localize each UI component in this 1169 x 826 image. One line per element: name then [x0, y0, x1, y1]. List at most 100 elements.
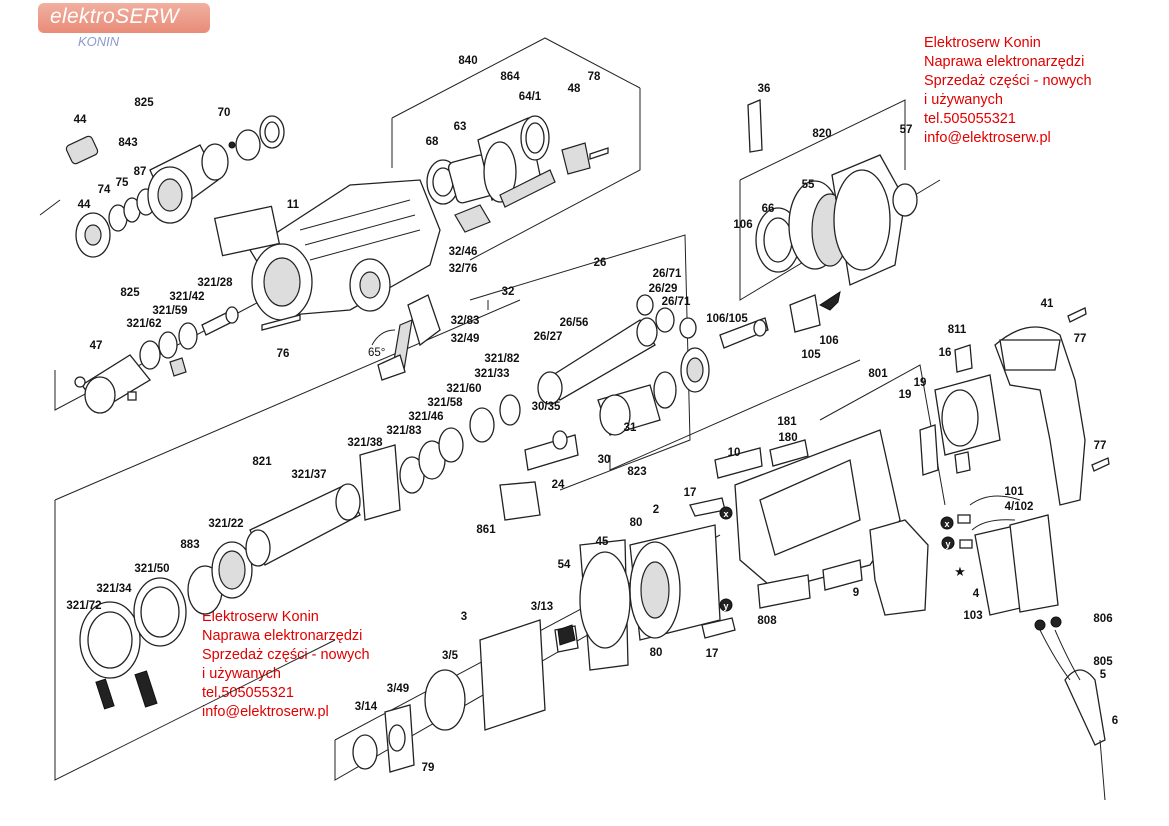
part-number-label: 32 — [502, 286, 515, 298]
part-number-label: 77 — [1074, 333, 1087, 345]
part-number-label: 3/49 — [387, 683, 409, 695]
barrel-group — [79, 394, 521, 710]
part-number-label: 75 — [116, 177, 129, 189]
part-number-label: 74 — [98, 184, 111, 196]
part-number-label: 17 — [684, 487, 697, 499]
logo-name: elektroSERW — [50, 5, 179, 28]
ad-line: tel.505055321 — [202, 685, 294, 701]
part-number-label: 840 — [458, 55, 477, 67]
part-number-label: 105 — [801, 349, 821, 361]
part-number-label: 79 — [422, 762, 435, 774]
part-number-label: 36 — [758, 83, 771, 95]
part-number-label: 4/102 — [1005, 501, 1034, 513]
gear-housing — [213, 179, 441, 321]
part-labels: 44825843747587704484086464/1487868631132… — [66, 55, 1118, 774]
part-number-label: 321/58 — [427, 397, 463, 409]
part-number-label: 45 — [596, 536, 609, 548]
part-number-label: 16 — [939, 347, 952, 359]
ad-line: tel.505055321 — [924, 111, 1016, 127]
part-number-label: 19 — [899, 389, 912, 401]
part-number-label: 68 — [426, 136, 439, 148]
part-number-label: 44 — [74, 114, 87, 126]
ad-line: Naprawa elektronarzędzi — [924, 54, 1085, 70]
part-number-label: 801 — [868, 368, 888, 380]
ad-line: info@elektroserw.pl — [202, 704, 329, 720]
ad-block-bottom: Elektroserw Konin Naprawa elektronarzędz… — [202, 608, 370, 722]
part-number-label: 26 — [594, 257, 607, 269]
part-number-label: 106 — [819, 335, 838, 347]
part-number-label: 26/71 — [653, 268, 682, 280]
bearing-group — [426, 115, 609, 233]
fan-group — [719, 99, 918, 349]
part-number-label: 321/50 — [134, 563, 169, 575]
part-number-label: 825 — [134, 97, 154, 109]
part-number-label: 861 — [476, 524, 496, 536]
part-number-label: 41 — [1041, 298, 1054, 310]
part-number-label: 321/59 — [152, 305, 187, 317]
part-number-label: 80 — [650, 647, 663, 659]
ad-line: Sprzedaż części - nowych — [202, 647, 370, 663]
tool-holder — [74, 306, 239, 414]
part-number-label: 26/71 — [662, 296, 691, 308]
part-number-label: 321/37 — [291, 469, 326, 481]
part-number-label: 80 — [630, 517, 643, 529]
part-number-label: 26/56 — [560, 317, 589, 329]
part-number-label: 26/27 — [534, 331, 563, 343]
part-number-label: 101 — [1004, 486, 1024, 498]
part-number-label: 3 — [461, 611, 467, 623]
motor-case — [714, 429, 929, 616]
part-number-label: 864 — [500, 71, 520, 83]
part-number-label: 70 — [218, 107, 231, 119]
part-number-label: 808 — [757, 615, 777, 627]
part-number-label: 180 — [778, 432, 797, 444]
ad-line: Elektroserw Konin — [924, 35, 1041, 51]
logo-city: KONIN — [78, 34, 120, 49]
piston-group — [499, 294, 710, 521]
part-number-label: 3/5 — [442, 650, 459, 662]
part-number-label: 32/83 — [451, 315, 480, 327]
part-number-label: 26/29 — [649, 283, 678, 295]
angle-label: 65° — [368, 347, 385, 359]
marker-x: x — [944, 519, 949, 529]
part-number-label: 63 — [454, 121, 467, 133]
part-number-label: 77 — [1094, 440, 1107, 452]
part-number-label: 57 — [900, 124, 913, 136]
ad-line: Sprzedaż części - nowych — [924, 73, 1092, 89]
part-number-label: 64/1 — [519, 91, 542, 103]
ad-line: Naprawa elektronarzędzi — [202, 628, 363, 644]
part-number-label: 820 — [812, 128, 831, 140]
ad-line: Elektroserw Konin — [202, 609, 319, 625]
part-number-label: 54 — [558, 559, 571, 571]
part-number-label: 106 — [733, 219, 752, 231]
part-number-label: 66 — [762, 203, 775, 215]
marker-star: ★ — [954, 564, 966, 579]
marker-y: y — [723, 601, 728, 611]
handle-group — [919, 307, 1110, 616]
part-number-label: 321/83 — [386, 425, 421, 437]
part-number-label: 321/46 — [408, 411, 443, 423]
motor-group — [352, 497, 736, 773]
part-number-label: 321/38 — [347, 437, 383, 449]
callout-markers: x y y x ★ 65° — [368, 347, 1062, 631]
part-number-label: 24 — [552, 479, 565, 491]
part-number-label: 181 — [777, 416, 797, 428]
part-number-label: 11 — [287, 199, 300, 211]
part-number-label: 76 — [277, 348, 290, 360]
part-number-label: 55 — [802, 179, 815, 191]
part-number-label: 805 — [1093, 656, 1113, 668]
marker-x: x — [723, 509, 728, 519]
part-number-label: 883 — [180, 539, 199, 551]
part-number-label: 32/76 — [449, 263, 478, 275]
part-number-label: 106/105 — [706, 313, 748, 325]
part-number-label: 17 — [706, 648, 719, 660]
part-number-label: 30/35 — [532, 401, 561, 413]
part-number-label: 32/46 — [449, 246, 478, 258]
part-number-label: 321/62 — [126, 318, 161, 330]
part-number-label: 32/49 — [451, 333, 480, 345]
part-number-label: 44 — [78, 199, 91, 211]
part-number-label: 5 — [1100, 669, 1107, 681]
part-number-label: 103 — [963, 610, 982, 622]
ad-block-top: Elektroserw Konin Naprawa elektronarzędz… — [924, 34, 1092, 148]
ad-line: i używanych — [924, 92, 1003, 108]
